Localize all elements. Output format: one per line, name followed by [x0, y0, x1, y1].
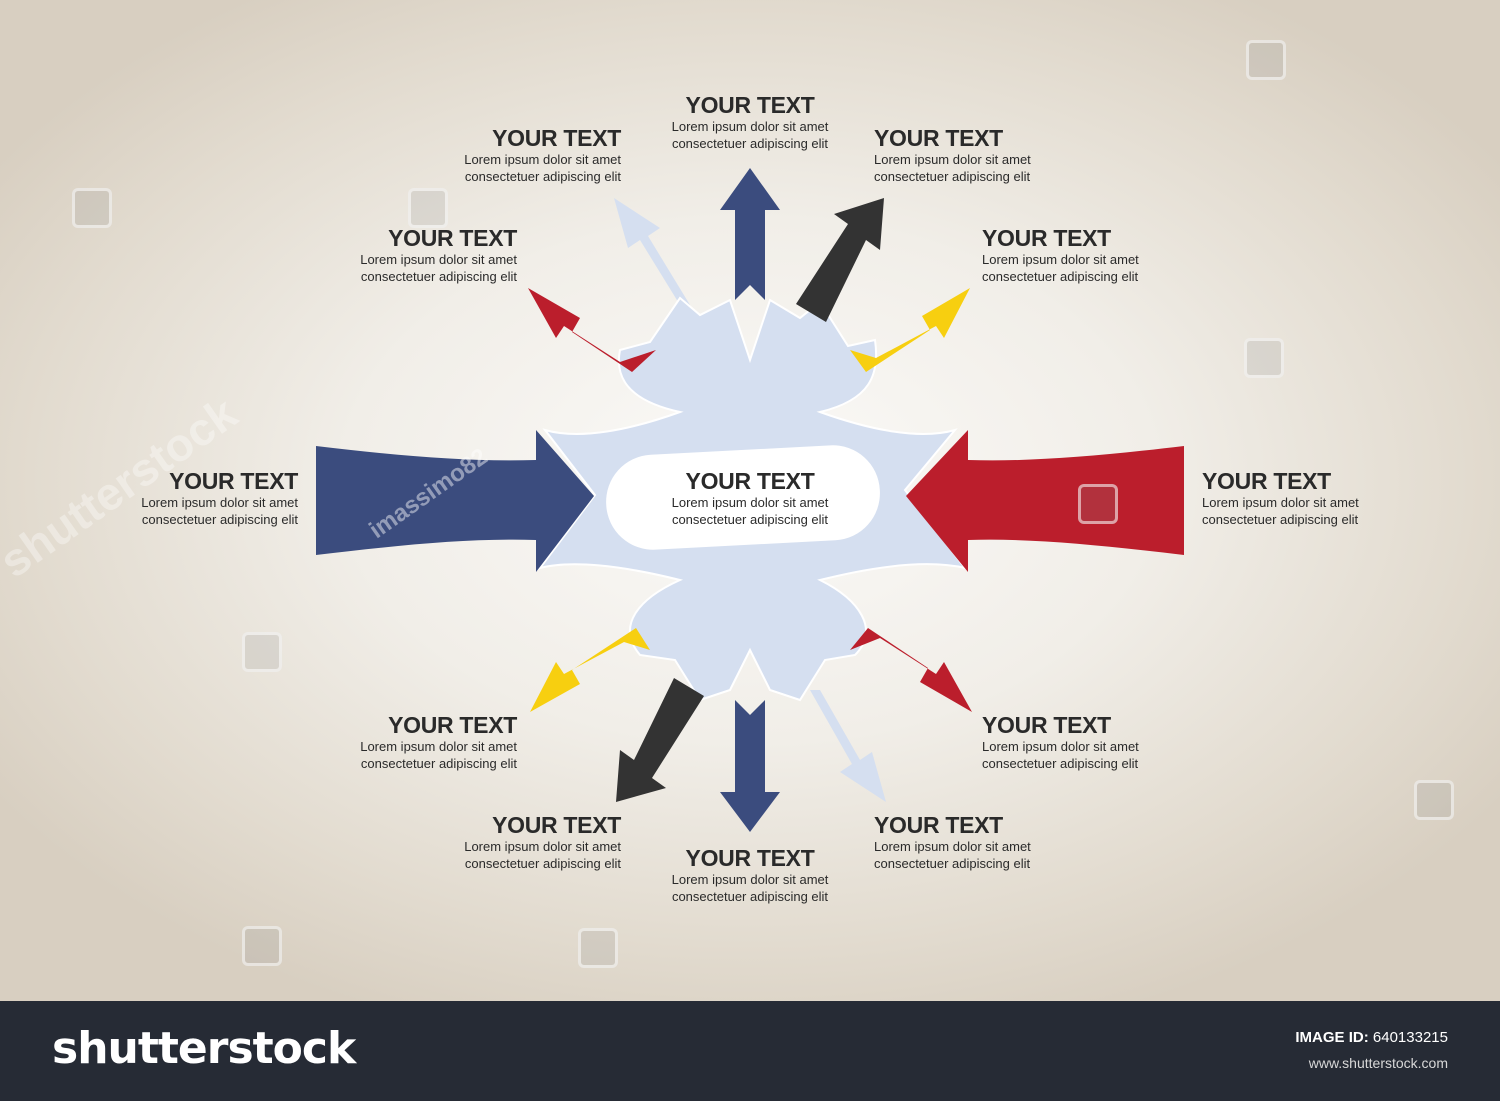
label-lower-left: YOUR TEXT Lorem ipsum dolor sit amet con…	[277, 712, 517, 772]
label-bottom-right-title: YOUR TEXT	[874, 812, 1003, 838]
shutterstock-logo[interactable]: shutterstock	[52, 1023, 356, 1074]
label-center-line1: Lorem ipsum dolor sit amet	[671, 495, 829, 510]
label-upper-left-title: YOUR TEXT	[388, 225, 517, 251]
label-right-line1: Lorem ipsum dolor sit amet	[1202, 495, 1359, 510]
light-arrow-upper-left	[614, 198, 690, 305]
label-center-title: YOUR TEXT	[685, 468, 815, 494]
label-upper-left-line2: consectetuer adipiscing elit	[360, 269, 517, 284]
watermark-square	[1244, 338, 1284, 378]
footer-bar: shutterstock IMAGE ID: 640133215 www.shu…	[0, 1001, 1500, 1101]
watermark-square	[408, 188, 448, 228]
image-id-value: 640133215	[1372, 1029, 1448, 1046]
label-lower-right-line1: Lorem ipsum dolor sit amet	[982, 739, 1139, 754]
label-upper-left: YOUR TEXT Lorem ipsum dolor sit amet con…	[277, 225, 517, 285]
label-top-right-line1: Lorem ipsum dolor sit amet	[874, 152, 1031, 167]
label-left: YOUR TEXT Lorem ipsum dolor sit amet con…	[58, 468, 298, 528]
label-top-left-title: YOUR TEXT	[492, 125, 621, 151]
label-lower-left-line2: consectetuer adipiscing elit	[360, 756, 517, 771]
label-bottom-right: YOUR TEXT Lorem ipsum dolor sit amet con…	[874, 812, 1114, 872]
label-upper-right-title: YOUR TEXT	[982, 225, 1111, 251]
label-center-line2: consectetuer adipiscing elit	[671, 512, 829, 527]
label-right-title: YOUR TEXT	[1202, 468, 1331, 494]
arrow-lower-right	[850, 628, 972, 712]
watermark-square	[72, 188, 112, 228]
light-arrow-lower-right	[810, 690, 886, 802]
label-lower-right-line2: consectetuer adipiscing elit	[982, 756, 1139, 771]
label-top-line2: consectetuer adipiscing elit	[671, 136, 829, 151]
label-bottom-left: YOUR TEXT Lorem ipsum dolor sit amet con…	[381, 812, 621, 872]
arrow-top-right	[796, 198, 884, 322]
label-bottom-left-line1: Lorem ipsum dolor sit amet	[464, 839, 621, 854]
site-url[interactable]: www.shutterstock.com	[1308, 1055, 1448, 1071]
label-top-title: YOUR TEXT	[685, 92, 815, 118]
label-top-right-line2: consectetuer adipiscing elit	[874, 169, 1031, 184]
label-top-right-title: YOUR TEXT	[874, 125, 1003, 151]
label-upper-right-line1: Lorem ipsum dolor sit amet	[982, 252, 1139, 267]
image-id: IMAGE ID: 640133215	[1295, 1029, 1448, 1046]
watermark-square	[1414, 780, 1454, 820]
label-right: YOUR TEXT Lorem ipsum dolor sit amet con…	[1202, 468, 1442, 528]
label-upper-left-line1: Lorem ipsum dolor sit amet	[360, 252, 517, 267]
label-left-line1: Lorem ipsum dolor sit amet	[141, 495, 298, 510]
label-lower-left-line1: Lorem ipsum dolor sit amet	[360, 739, 517, 754]
arrow-upper-right	[850, 288, 970, 372]
label-lower-right-title: YOUR TEXT	[982, 712, 1111, 738]
label-bottom-left-title: YOUR TEXT	[492, 812, 621, 838]
big-arrow-right	[906, 430, 1184, 572]
label-lower-right: YOUR TEXT Lorem ipsum dolor sit amet con…	[982, 712, 1222, 772]
arrow-upper-left	[528, 288, 656, 372]
label-top-left-line1: Lorem ipsum dolor sit amet	[464, 152, 621, 167]
label-top: YOUR TEXT Lorem ipsum dolor sit amet con…	[630, 92, 870, 152]
label-left-title: YOUR TEXT	[169, 468, 298, 494]
arrow-bottom-left	[616, 678, 704, 802]
diagram-canvas: shutterstock imassimo82 YOUR TEXT Lorem …	[0, 0, 1500, 1001]
arrow-diagram	[316, 168, 1184, 832]
arrow-top	[720, 168, 780, 300]
label-bottom-right-line1: Lorem ipsum dolor sit amet	[874, 839, 1031, 854]
arrow-lower-left	[530, 628, 650, 712]
label-right-line2: consectetuer adipiscing elit	[1202, 512, 1359, 527]
label-upper-right-line2: consectetuer adipiscing elit	[982, 269, 1139, 284]
big-arrow-left	[316, 430, 594, 572]
arrow-bottom	[720, 700, 780, 832]
label-bottom: YOUR TEXT Lorem ipsum dolor sit amet con…	[630, 845, 870, 905]
label-upper-right: YOUR TEXT Lorem ipsum dolor sit amet con…	[982, 225, 1222, 285]
center-pill	[606, 445, 880, 550]
watermark-square	[1246, 40, 1286, 80]
watermark-square	[1078, 484, 1118, 524]
label-top-left: YOUR TEXT Lorem ipsum dolor sit amet con…	[381, 125, 621, 185]
watermark-square	[242, 632, 282, 672]
image-id-label: IMAGE ID:	[1295, 1029, 1369, 1046]
label-top-line1: Lorem ipsum dolor sit amet	[671, 119, 829, 134]
label-top-right: YOUR TEXT Lorem ipsum dolor sit amet con…	[874, 125, 1114, 185]
label-left-line2: consectetuer adipiscing elit	[141, 512, 298, 527]
label-bottom-title: YOUR TEXT	[685, 845, 815, 871]
label-bottom-line1: Lorem ipsum dolor sit amet	[671, 872, 829, 887]
watermark-square	[242, 926, 282, 966]
label-bottom-right-line2: consectetuer adipiscing elit	[874, 856, 1031, 871]
label-top-left-line2: consectetuer adipiscing elit	[464, 169, 621, 184]
light-arrow-group	[614, 198, 886, 802]
label-bottom-left-line2: consectetuer adipiscing elit	[464, 856, 621, 871]
label-bottom-line2: consectetuer adipiscing elit	[671, 889, 829, 904]
label-lower-left-title: YOUR TEXT	[388, 712, 517, 738]
label-center: YOUR TEXT Lorem ipsum dolor sit amet con…	[630, 468, 870, 528]
watermark-square	[578, 928, 618, 968]
